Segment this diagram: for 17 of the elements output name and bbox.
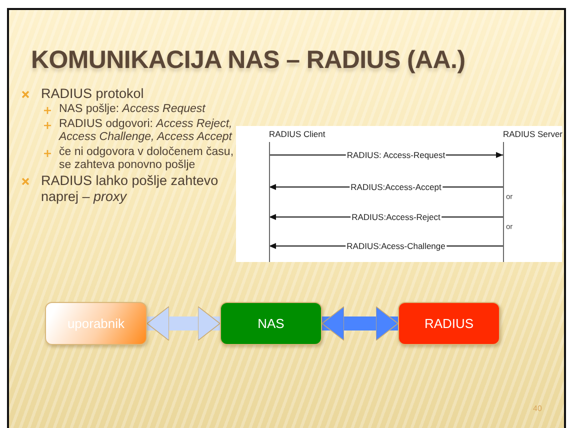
edge-label: RADIUS:Access-Reject bbox=[350, 212, 442, 222]
lifeline-title: RADIUS Client bbox=[269, 129, 326, 139]
bullet-text: RADIUS lahko pošlje zahtevo naprej – proxy bbox=[41, 173, 220, 204]
slide-title: KOMUNIKACIJA NAS – RADIUS (AA.) bbox=[31, 46, 466, 75]
double-arrow bbox=[322, 306, 398, 341]
bullet-text: NAS pošlje: Access Request bbox=[59, 103, 206, 116]
edge-label: RADIUS:Access-Accept bbox=[350, 182, 442, 192]
process-box: RADIUS bbox=[398, 302, 500, 345]
lifeline bbox=[503, 129, 561, 262]
edge-label: RADIUS: Access-Request bbox=[346, 150, 446, 160]
bullet-text: RADIUS protokol bbox=[41, 86, 144, 102]
lifeline-title: RADIUS Server bbox=[503, 129, 561, 139]
process-box: NAS bbox=[220, 302, 322, 345]
double-arrow bbox=[146, 306, 220, 341]
edge-label: RADIUS:Acess-Challenge bbox=[346, 241, 446, 251]
page-number: 40 bbox=[533, 404, 542, 413]
bullet-text: če ni odgovora v določenem času, se zahteva ponovno pošlje bbox=[59, 146, 235, 172]
